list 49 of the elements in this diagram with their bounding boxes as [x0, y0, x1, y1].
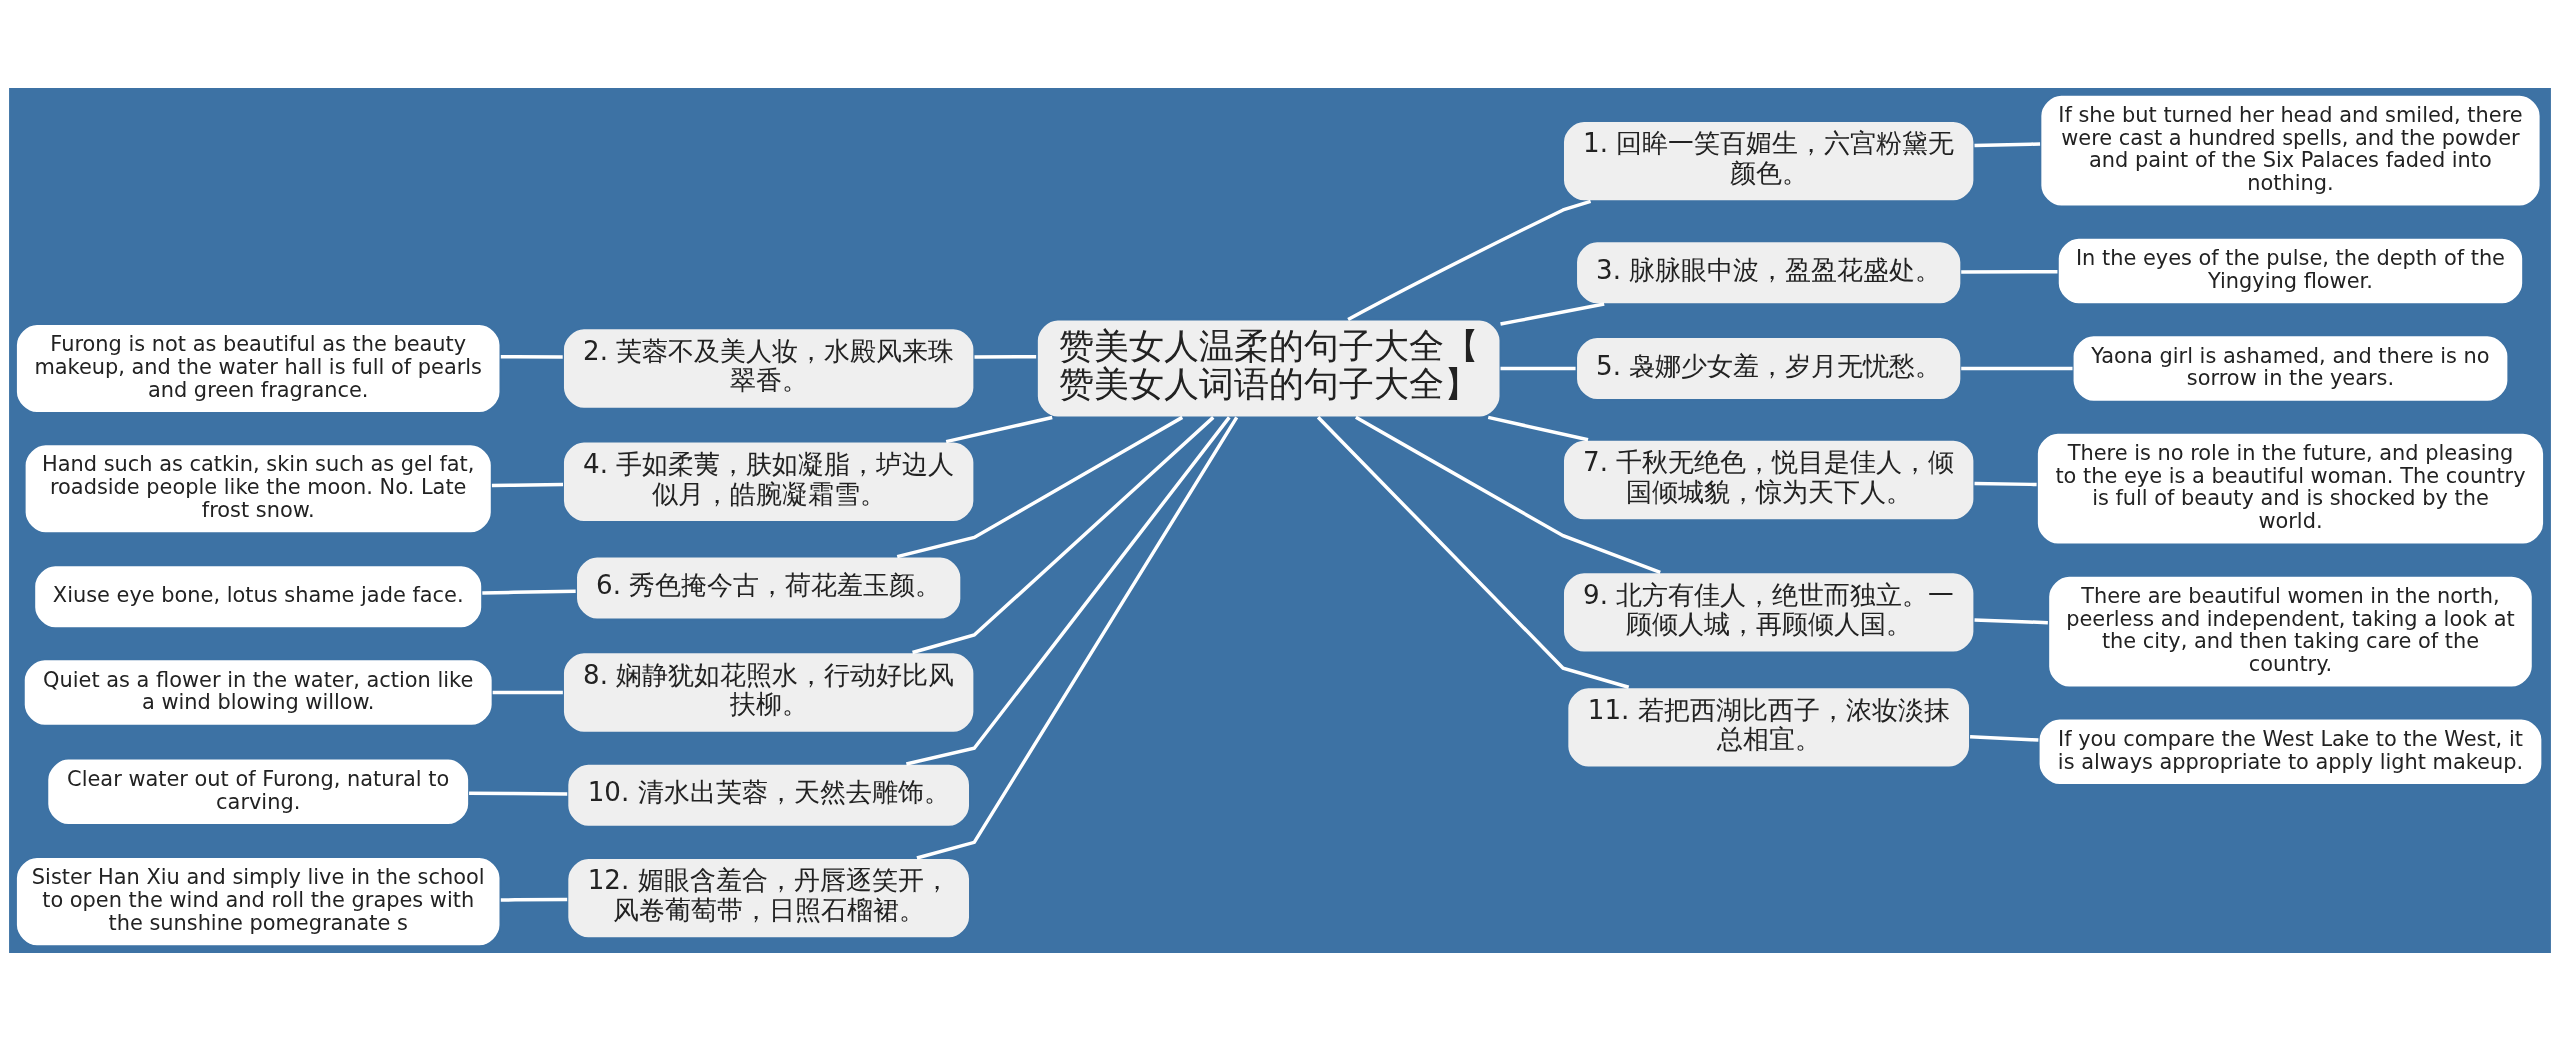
node-box: If you compare the West Lake to the West, it is always appropriate to apply light makeup.: [2037, 717, 2544, 786]
node-box: 6. 秀色掩今古，荷花羞玉颜。: [575, 555, 963, 621]
node-box: There is no role in the future, and pleasing to the eye is a beautiful woman. The country is full of beauty and is shocked by the world.: [2036, 432, 2545, 546]
node-box: 2. 芙蓉不及美人妆，水殿风来珠翠香。: [562, 327, 976, 410]
node-box: Xiuse eye bone, lotus shame jade face.: [33, 564, 483, 629]
connector: [491, 482, 564, 488]
node-box: There are beautiful women in the north, peerless and independent, taking a look at the city, and then taking care of the country.: [2047, 574, 2534, 689]
connector: [905, 416, 1231, 766]
connector: [912, 416, 1215, 655]
node-box: Quiet as a flower in the water, action like a wind blowing willow.: [23, 658, 494, 727]
connector: [1500, 302, 1605, 326]
connector: [945, 415, 1053, 444]
node-box: In the eyes of the pulse, the depth of the Yingying flower.: [2057, 236, 2524, 305]
connector: [1974, 618, 2048, 625]
node-box: If she but turned her head and smiled, there were cast a hundred spells, and the powder and paint of the Six Palaces faded into nothing.: [2039, 94, 2542, 208]
node-box: 12. 媚眼含羞合，丹唇逐笑开，风卷葡萄带，日照石榴裙。: [566, 857, 971, 940]
connector: [896, 415, 1184, 559]
node-box: 1. 回眸一笑百媚生，六宫粉黛无颜色。: [1562, 120, 1976, 203]
node-box: 7. 千秋无绝色，悦目是佳人，倾国倾城貌，惊为天下人。: [1562, 439, 1976, 521]
node-box: Hand such as catkin, skin such as gel fat, roadside people like the moon. No. Late frost snow.: [23, 443, 493, 534]
connector: [1974, 142, 2041, 148]
node-box: 4. 手如柔荑，肤如凝脂，垆边人似月，皓腕凝霜雪。: [562, 440, 976, 523]
node-box: Furong is not as beautiful as the beauty makeup, and the water hall is full of pearls and green fragrance.: [15, 323, 502, 414]
node-box: Sister Han Xiu and simply live in the school to open the wind and roll the grapes with the sunshine pomegranate s: [15, 856, 502, 947]
node-box: 5. 袅娜少女羞，岁月无忧愁。: [1575, 336, 1963, 401]
connector: [1970, 735, 2039, 742]
connector: [1961, 366, 2073, 371]
connector: [1316, 416, 1630, 689]
node-box: 9. 北方有佳人，绝世而独立。一顾倾人城，再顾倾人国。: [1562, 571, 1976, 654]
node-box: 10. 清水出芙蓉，天然去雕饰。: [566, 763, 971, 828]
node-box: 赞美女人温柔的句子大全【赞美女人词语的句子大全】: [1036, 318, 1502, 419]
node-box: 3. 脉脉眼中波，盈盈花盛处。: [1575, 240, 1963, 305]
connector: [469, 791, 568, 796]
connector: [482, 589, 576, 595]
connector: [1355, 415, 1661, 574]
connector: [974, 355, 1037, 359]
connector: [916, 416, 1239, 860]
node-box: Clear water out of Furong, natural to carving.: [46, 757, 470, 826]
connector: [1961, 269, 2058, 274]
node-box: Yaona girl is ashamed, and there is no sorrow in the years.: [2071, 334, 2510, 403]
connector: [1974, 481, 2037, 487]
connector: [1500, 366, 1576, 371]
connector: [500, 355, 563, 359]
connector: [1487, 415, 1589, 442]
connector: [1347, 199, 1592, 321]
connector: [492, 690, 563, 695]
node-box: 11. 若把西湖比西子，浓妆淡抹总相宜。: [1566, 686, 1971, 769]
node-box: 8. 娴静犹如花照水，行动好比风扶柳。: [562, 651, 976, 734]
connector: [500, 897, 568, 902]
